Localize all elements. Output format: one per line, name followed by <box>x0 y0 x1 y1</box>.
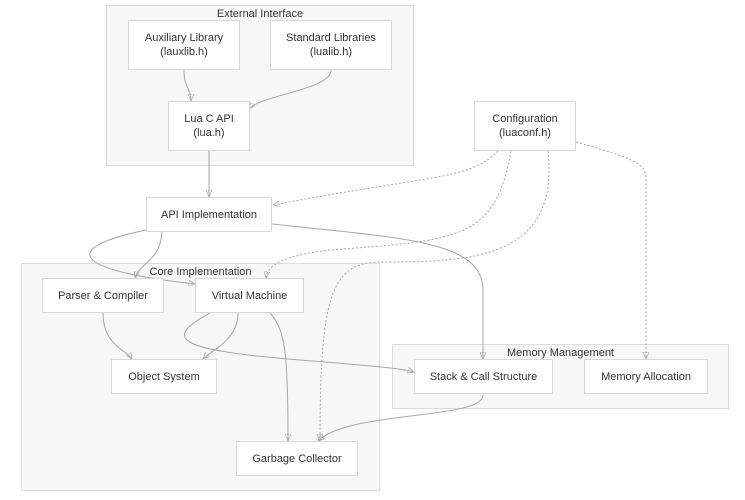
node-memory-allocation[interactable]: Memory Allocation <box>584 359 708 394</box>
node-object-system[interactable]: Object System <box>111 359 217 394</box>
node-subtitle: (lauxlib.h) <box>160 46 208 58</box>
node-title: API Implementation <box>161 208 257 221</box>
node-stack-call-structure[interactable]: Stack & Call Structure <box>414 359 553 394</box>
node-title: Auxiliary Library <box>144 32 224 44</box>
node-api-implementation[interactable]: API Implementation <box>146 197 272 232</box>
node-subtitle: (lua.h) <box>193 127 225 139</box>
node-title: Stack & Call Structure <box>429 370 538 383</box>
node-title: Object System <box>128 370 200 383</box>
node-title: Lua C API <box>184 113 234 125</box>
edge-config-to-virtual-machine <box>266 150 512 278</box>
node-garbage-collector[interactable]: Garbage Collector <box>236 441 358 476</box>
node-title: Parser & Compiler <box>58 289 148 302</box>
cluster-label: External Interface <box>216 8 304 20</box>
node-subtitle: (luaconf.h) <box>499 127 551 139</box>
node-parser-compiler[interactable]: Parser & Compiler <box>42 278 164 313</box>
node-subtitle: (lualib.h) <box>309 46 353 58</box>
edge-config-to-memory-allocation <box>575 141 646 359</box>
node-auxiliary-library[interactable]: Auxiliary Library (lauxlib.h) <box>128 20 240 70</box>
node-title: Garbage Collector <box>252 452 342 465</box>
node-title: Configuration <box>492 113 558 125</box>
node-lua-c-api[interactable]: Lua C API (lua.h) <box>168 101 250 151</box>
node-virtual-machine[interactable]: Virtual Machine <box>195 278 304 313</box>
node-standard-libraries[interactable]: Standard Libraries (lualib.h) <box>270 20 392 70</box>
node-title: Memory Allocation <box>601 370 691 383</box>
cluster-label: Core Implementation <box>149 266 252 278</box>
cluster-label: Memory Management <box>507 347 614 359</box>
node-title: Standard Libraries <box>286 32 376 44</box>
node-configuration[interactable]: Configuration (luaconf.h) <box>474 101 576 151</box>
node-title: Virtual Machine <box>211 289 288 302</box>
